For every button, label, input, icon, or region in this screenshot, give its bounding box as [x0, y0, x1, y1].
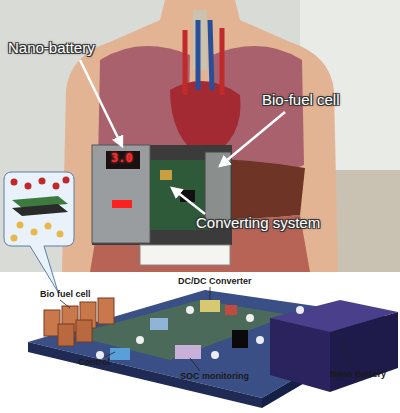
part-label: Bio-fuel cell [262, 92, 340, 109]
pointer-arrow [80, 60, 122, 146]
display-reading: 3.0 [111, 152, 133, 165]
component [150, 318, 168, 330]
board-top [28, 290, 398, 398]
dot [57, 231, 64, 238]
part-label: Converting system [196, 215, 320, 232]
callout-bubble [4, 172, 74, 292]
digital-display [106, 151, 140, 169]
fuel-cell [58, 324, 74, 346]
leader-line [105, 352, 115, 357]
battery-side [330, 312, 398, 392]
dot [63, 177, 70, 184]
part-label: Nano Battery [330, 370, 386, 380]
dot [17, 222, 24, 229]
converter-chip [200, 300, 220, 312]
part-label: Control [78, 358, 110, 368]
glow-spots [50, 292, 304, 359]
dot [11, 235, 18, 242]
fuel-cell [98, 298, 114, 324]
dot [25, 183, 32, 190]
dot [53, 183, 60, 190]
part-label: Bio fuel cell [40, 290, 91, 300]
torso-model [62, 0, 338, 272]
leader-line [345, 345, 350, 368]
dot [45, 223, 52, 230]
pointer-arrow [172, 188, 205, 214]
electrode-layer [12, 204, 68, 216]
fuel-cell [76, 320, 92, 342]
glow [211, 351, 219, 359]
shelf [335, 170, 400, 272]
control-chip [110, 348, 130, 360]
blood-vessel [198, 20, 212, 90]
part-label: Nano-battery [8, 40, 95, 57]
leader-line [190, 358, 200, 371]
drawing-background [0, 272, 400, 413]
photo-background [0, 0, 400, 272]
fuel-cell-stack [44, 298, 114, 346]
led [112, 200, 132, 208]
battery-module [92, 145, 150, 243]
dot [39, 178, 46, 185]
battery-front [270, 318, 330, 392]
leader-line [60, 300, 70, 308]
glow [296, 306, 304, 314]
glow [186, 306, 194, 314]
glow [246, 314, 254, 322]
glow [121, 292, 129, 300]
molecule-dots [11, 177, 70, 242]
glow [256, 336, 264, 344]
glow [136, 336, 144, 344]
monitor-chip [175, 345, 201, 359]
chip [160, 170, 172, 180]
blood-vessel [185, 28, 222, 95]
leader-line [210, 287, 211, 300]
dot [31, 229, 38, 236]
ic-chip [232, 330, 248, 348]
leader-lines [60, 287, 350, 371]
placard [140, 245, 230, 265]
fuel-cell-module [205, 152, 231, 222]
part-label: DC/DC Converter [178, 277, 252, 287]
component [225, 305, 237, 315]
pointer-arrow [220, 112, 285, 166]
part-label: SOC monitoring [180, 372, 249, 382]
dot [11, 179, 18, 186]
